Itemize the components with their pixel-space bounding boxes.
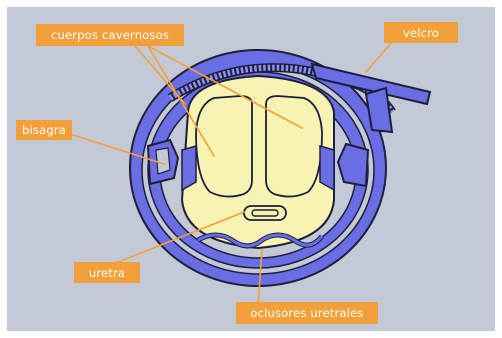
label-oclusores-text: oclusores uretrales: [250, 306, 363, 320]
label-velcro-text: velcro: [403, 26, 439, 40]
hinge-right: [338, 144, 368, 186]
urethra: [244, 206, 286, 220]
corpus-left: [196, 96, 252, 197]
corpus-right: [266, 96, 322, 197]
label-bisagra-text: bisagra: [22, 123, 66, 137]
label-oclusores-uretrales: oclusores uretrales: [236, 302, 378, 324]
label-bisagra: bisagra: [16, 120, 72, 140]
hinge-left: [148, 140, 178, 184]
label-uretra-text: uretra: [89, 266, 125, 280]
label-cuerpos-cavernosos: cuerpos cavernosos: [36, 24, 184, 46]
label-velcro: velcro: [384, 22, 458, 43]
label-cuerpos-text: cuerpos cavernosos: [51, 28, 169, 42]
label-uretra: uretra: [74, 262, 140, 283]
